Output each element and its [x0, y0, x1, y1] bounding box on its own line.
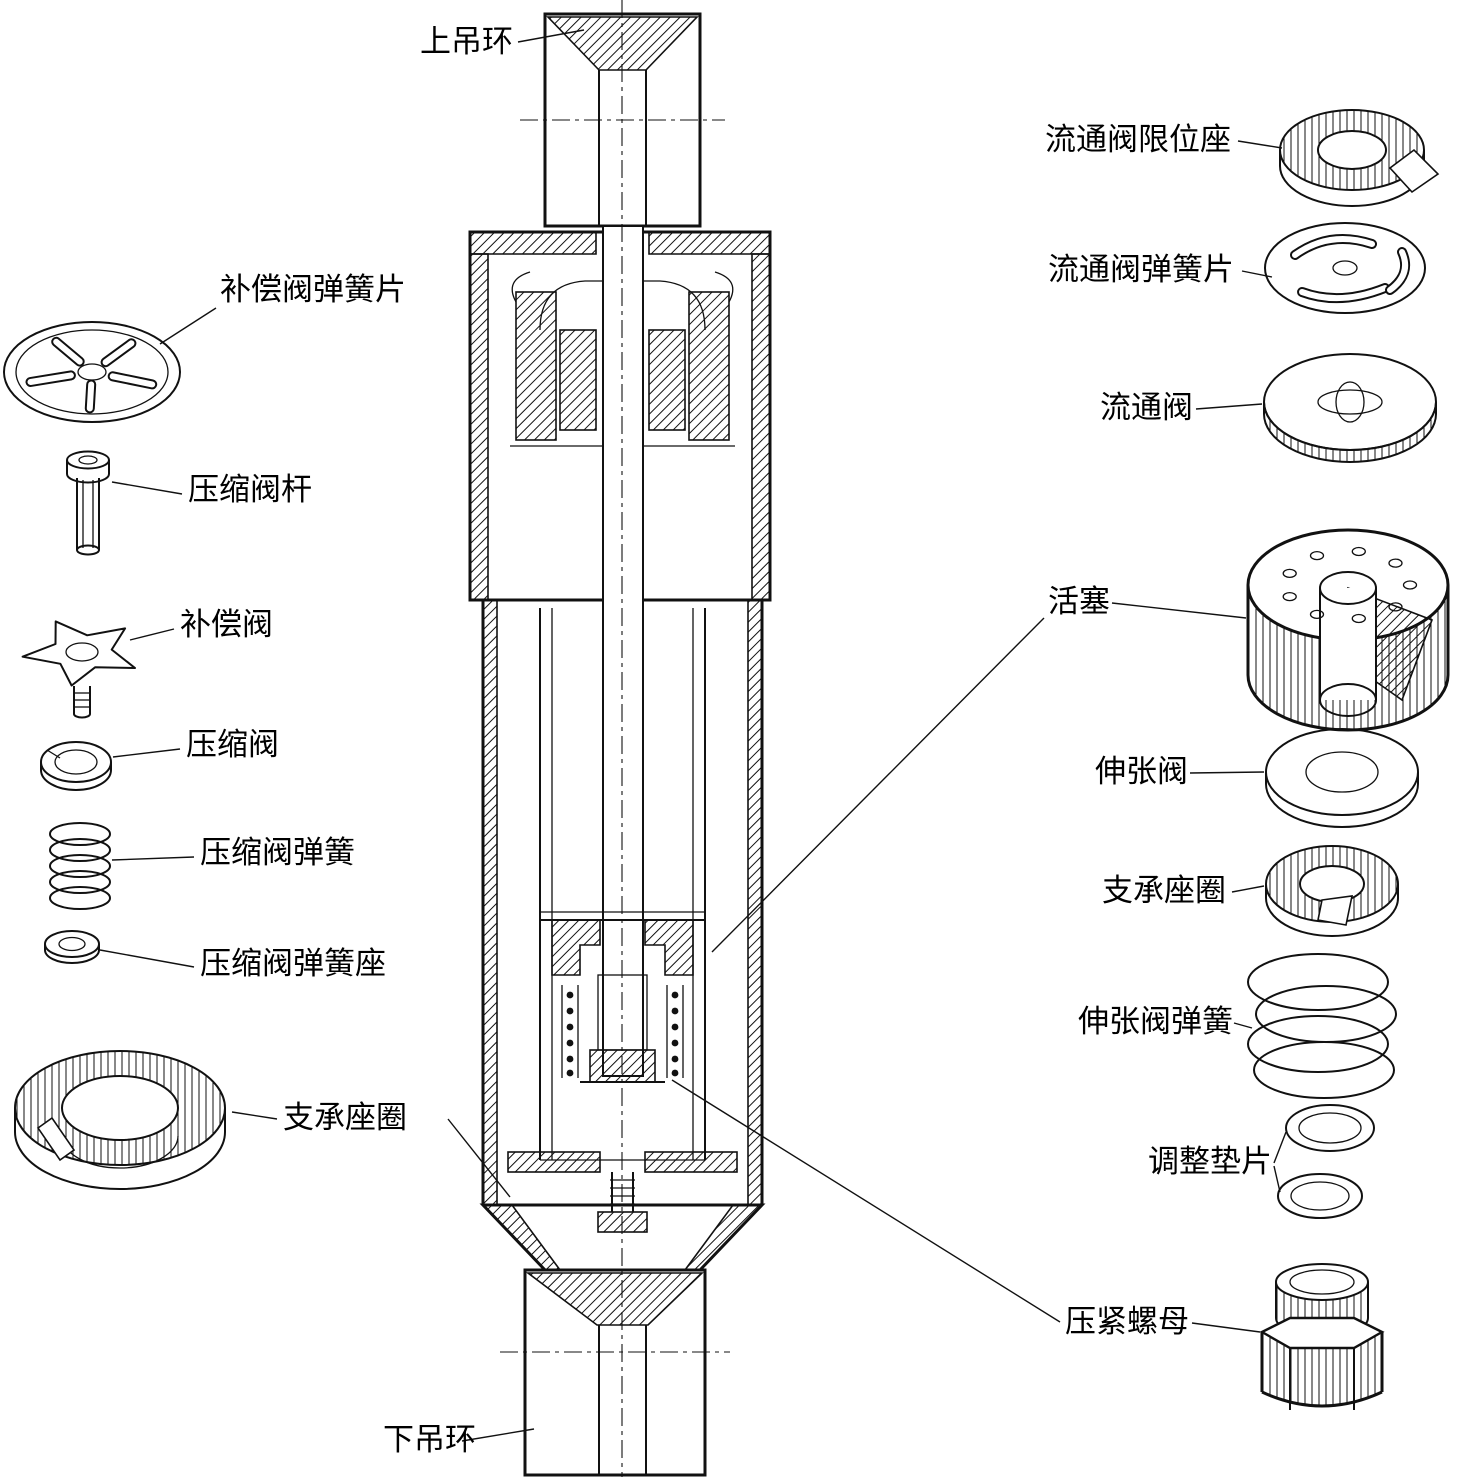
- compression-valve-spring-seat-drawing: [44, 930, 100, 964]
- adjustment-shim-drawing: [1277, 1104, 1375, 1219]
- part-labels: 上吊环 补偿阀弹簧片 压缩阀杆 补偿阀 压缩阀 压缩阀弹簧 压缩阀弹簧座 支承座…: [180, 24, 1272, 1458]
- label-support-seat-ring-right: 支承座圈: [1102, 873, 1226, 909]
- support-seat-ring-left-drawing: [14, 1050, 227, 1190]
- label-compression-valve-rod: 压缩阀杆: [188, 472, 312, 508]
- compensation-valve-drawing: [21, 620, 136, 719]
- lower-lift-ring-drawing: [500, 1268, 730, 1477]
- flow-valve-spring-plate-drawing: [1264, 222, 1426, 314]
- piston-drawing: [1246, 528, 1450, 732]
- label-flow-valve-limit-seat: 流通阀限位座: [1045, 122, 1231, 158]
- label-flow-valve: 流通阀: [1100, 390, 1193, 426]
- label-clamp-nut: 压紧螺母: [1065, 1304, 1189, 1340]
- piston-rod-drawing: [602, 225, 644, 1077]
- clamp-nut-drawing: [1259, 1263, 1385, 1410]
- label-compression-valve-spring-seat: 压缩阀弹簧座: [200, 946, 386, 982]
- compression-valve-spring-drawing: [49, 822, 111, 910]
- label-compression-valve-spring: 压缩阀弹簧: [200, 835, 355, 871]
- label-compensation-valve: 补偿阀: [180, 607, 273, 643]
- label-compensation-valve-spring-plate: 补偿阀弹簧片: [220, 272, 406, 308]
- compression-valve-rod-drawing: [66, 450, 110, 556]
- label-compression-valve: 压缩阀: [186, 727, 279, 763]
- label-flow-valve-spring-plate: 流通阀弹簧片: [1048, 252, 1234, 288]
- flow-valve-drawing: [1263, 353, 1437, 463]
- leader-lines: [99, 29, 1287, 1442]
- extension-valve-spring-drawing: [1247, 953, 1397, 1099]
- label-support-seat-ring-left: 支承座圈: [283, 1100, 407, 1136]
- extension-valve-drawing: [1265, 728, 1419, 828]
- central-assembly-cross-section: [468, 0, 772, 1477]
- label-adjustment-shim: 调整垫片: [1148, 1144, 1272, 1180]
- flow-valve-limit-seat-drawing: [1279, 109, 1440, 207]
- compression-valve-drawing: [40, 741, 112, 791]
- reserve-tube-drawing: [470, 599, 770, 1206]
- label-extension-valve: 伸张阀: [1095, 754, 1188, 790]
- right-parts-column: [1246, 109, 1450, 1410]
- dust-tube-drawing: [468, 230, 772, 602]
- label-upper-lift-ring: 上吊环: [420, 24, 513, 60]
- compensation-valve-spring-plate-drawing: [3, 321, 181, 423]
- left-parts-column: [3, 321, 227, 1190]
- label-lower-lift-ring: 下吊环: [383, 1422, 476, 1458]
- label-piston: 活塞: [1048, 584, 1110, 620]
- support-seat-ring-right-drawing: [1265, 845, 1400, 937]
- label-extension-valve-spring: 伸张阀弹簧: [1078, 1004, 1233, 1040]
